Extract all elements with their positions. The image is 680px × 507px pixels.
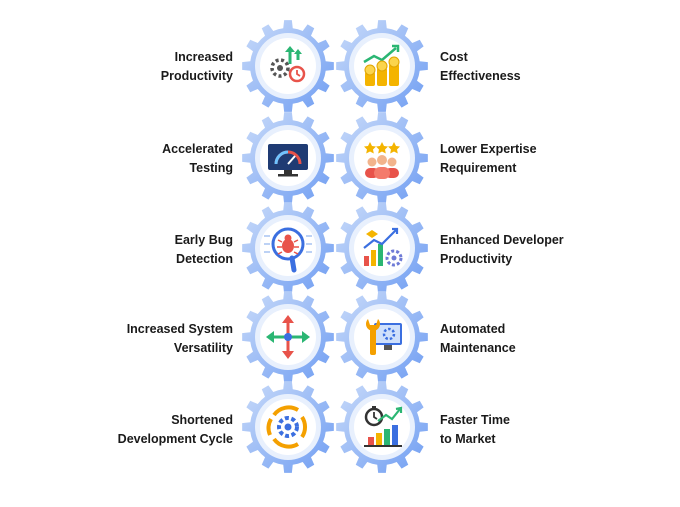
bug-magnifier-icon [242, 202, 334, 294]
label-cost-effectiveness: Cost Effectiveness [440, 50, 521, 83]
gear-automated-maintenance [334, 289, 430, 385]
label-accelerated-testing: Accelerated Testing [162, 142, 233, 175]
label-shortened-cycle: Shortened Development Cycle [117, 413, 233, 446]
gear-increased-versatility [240, 289, 336, 385]
gears-clock-growth-icon [242, 20, 334, 112]
stopwatch-chart-icon [336, 381, 428, 473]
gear-cost-effectiveness [334, 18, 430, 114]
gear-shortened-cycle [240, 379, 336, 475]
label-increased-versatility: Increased System Versatility [126, 322, 233, 355]
arrows-cross-icon [242, 291, 334, 383]
gear-faster-time [334, 379, 430, 475]
coins-growth-icon [336, 20, 428, 112]
gear-increased-productivity [240, 18, 336, 114]
team-stars-icon [336, 112, 428, 204]
gear-lower-expertise [334, 110, 430, 206]
wrench-monitor-icon [336, 291, 428, 383]
chart-gear-icon [336, 202, 428, 294]
gear-enhanced-developer [334, 200, 430, 296]
label-enhanced-developer: Enhanced Developer Productivity [440, 233, 564, 266]
label-lower-expertise: Lower Expertise Requirement [440, 142, 537, 175]
speedometer-monitor-icon [242, 112, 334, 204]
label-automated-maintenance: Automated Maintenance [440, 322, 516, 355]
gear-early-bug-detection [240, 200, 336, 296]
gear-accelerated-testing [240, 110, 336, 206]
label-increased-productivity: Increased Productivity [160, 50, 233, 83]
cycle-gear-icon [242, 381, 334, 473]
label-early-bug-detection: Early Bug Detection [174, 233, 233, 266]
label-faster-time: Faster Time to Market [440, 413, 510, 446]
